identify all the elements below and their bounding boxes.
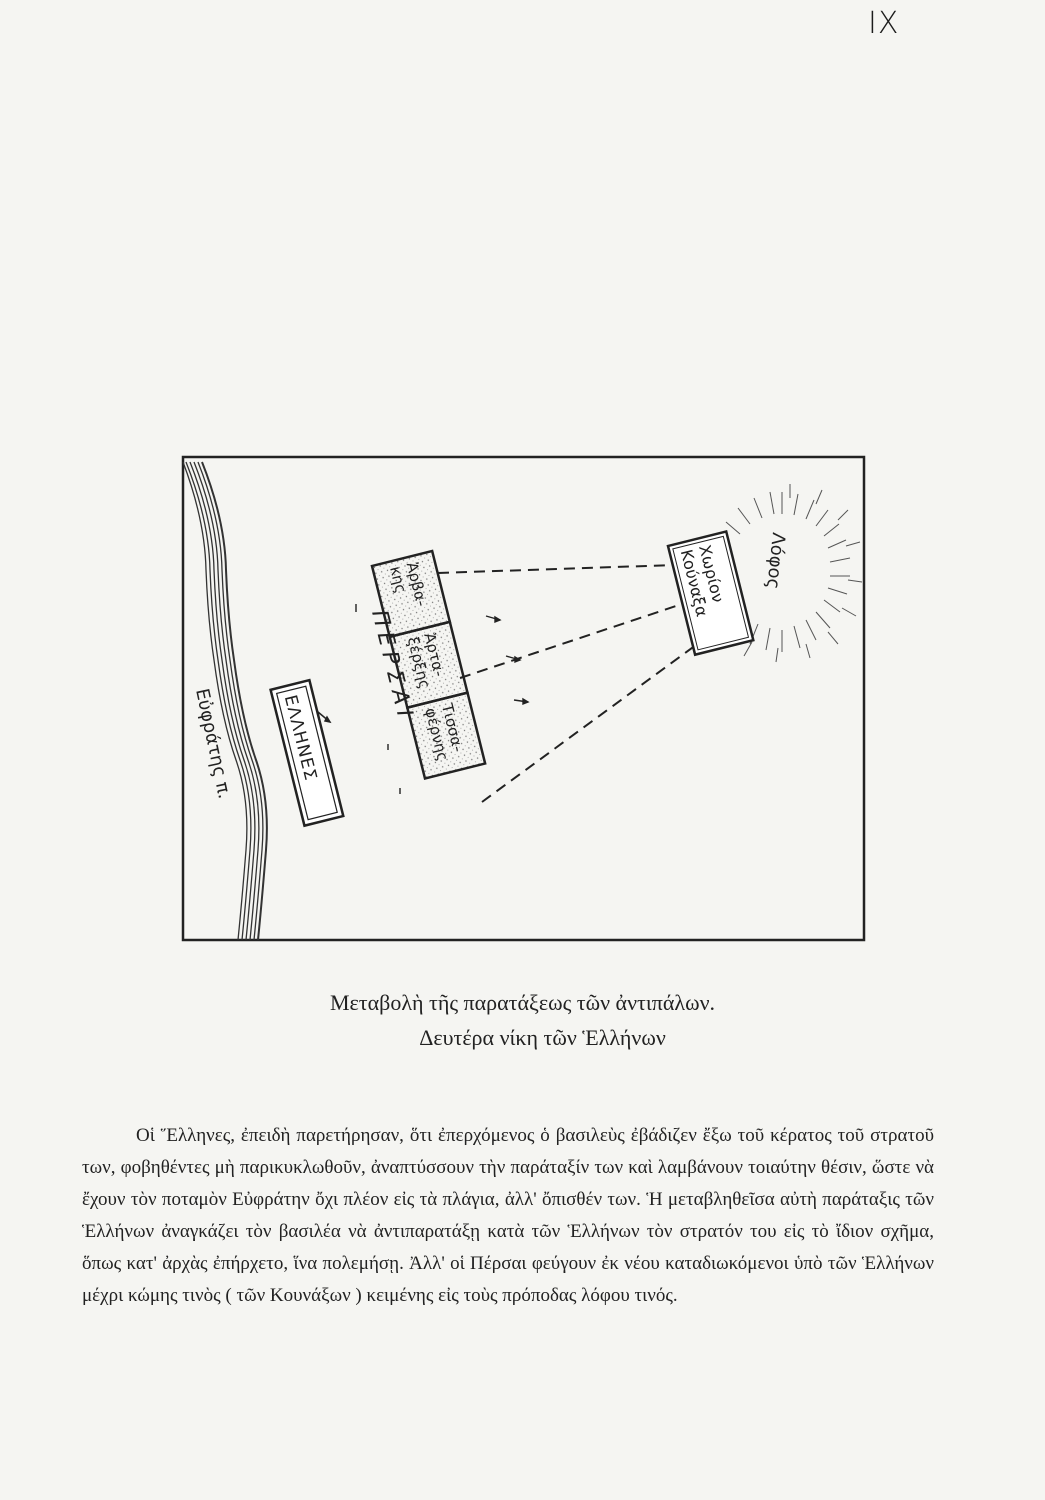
hill-hatching [725, 484, 863, 663]
greeks-arrow [317, 711, 332, 724]
river-label: Εὐφράτης π. [191, 687, 235, 801]
retreat-lines [437, 564, 701, 803]
persian-formation: Ἀρβα-κης Ἀρτα-ξέρξης Τισσα-φέρνης [370, 549, 487, 781]
greeks-formation: ΕΛΛΗΝΕΣ [269, 678, 345, 828]
page-number: IX [868, 6, 900, 41]
hill-label: Λόφος [762, 531, 789, 590]
map-caption-line1: Μεταβολὴ τῆς παρατάξεως τῶν ἀντιπάλων. [329, 990, 716, 1015]
body-paragraph: Οἱ Ἕλληνες, ἐπειδὴ παρετήρησαν, ὅτι ἐπερ… [82, 1125, 934, 1306]
kounaxa-village: ΧωρίονΚούναξα [666, 529, 755, 657]
map-border [181, 455, 866, 942]
map-caption-line2: Δευτέρα νίκη τῶν Ἑλλήνων [419, 1025, 666, 1050]
euphrates-river [182, 461, 268, 941]
battle-map: Εὐφράτης π. ΕΛΛΗΝΕΣ Ἀρβα-κης Ἀρτα-ξέρξης… [181, 455, 866, 942]
